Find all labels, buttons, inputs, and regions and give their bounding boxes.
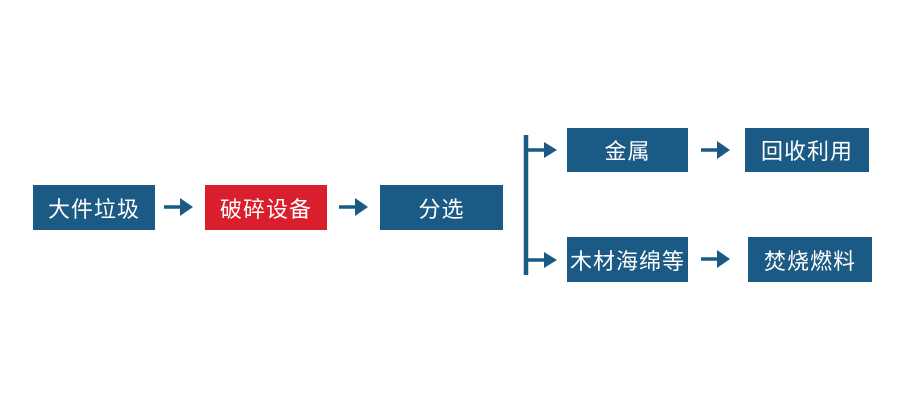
flow-node-incineration-fuel: 焚烧燃料 [748, 237, 872, 282]
flow-node-bulky-waste: 大件垃圾 [33, 185, 155, 230]
arrow-right-icon [700, 137, 732, 163]
arrow-right-icon [338, 194, 370, 220]
flow-node-recycling: 回收利用 [745, 128, 869, 172]
flow-node-sorting: 分选 [380, 185, 503, 230]
arrow-right-icon [700, 246, 732, 272]
arrow-right-icon [163, 194, 195, 220]
flow-node-metal: 金属 [567, 128, 688, 172]
flow-node-crushing-equipment: 破碎设备 [205, 185, 327, 230]
branch-bracket-arrows-icon [520, 133, 560, 277]
flow-node-wood-sponge: 木材海绵等 [567, 237, 688, 282]
